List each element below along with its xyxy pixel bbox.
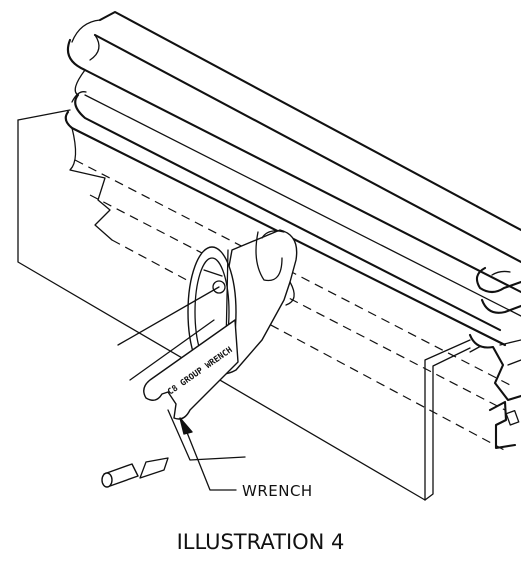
wrench-label: WRENCH [242,482,313,500]
fabric-tear [69,69,113,241]
panel-bottom [167,409,246,461]
hidden-tube [74,159,511,453]
top-rail [64,10,521,347]
illustration-caption: ILLUSTRATION 4 [176,530,345,554]
end-bracket [468,266,521,450]
panel-outline [17,109,471,501]
wrench-leader [179,417,237,491]
wrench-pin [101,457,169,488]
wrench-shaft [117,286,220,381]
